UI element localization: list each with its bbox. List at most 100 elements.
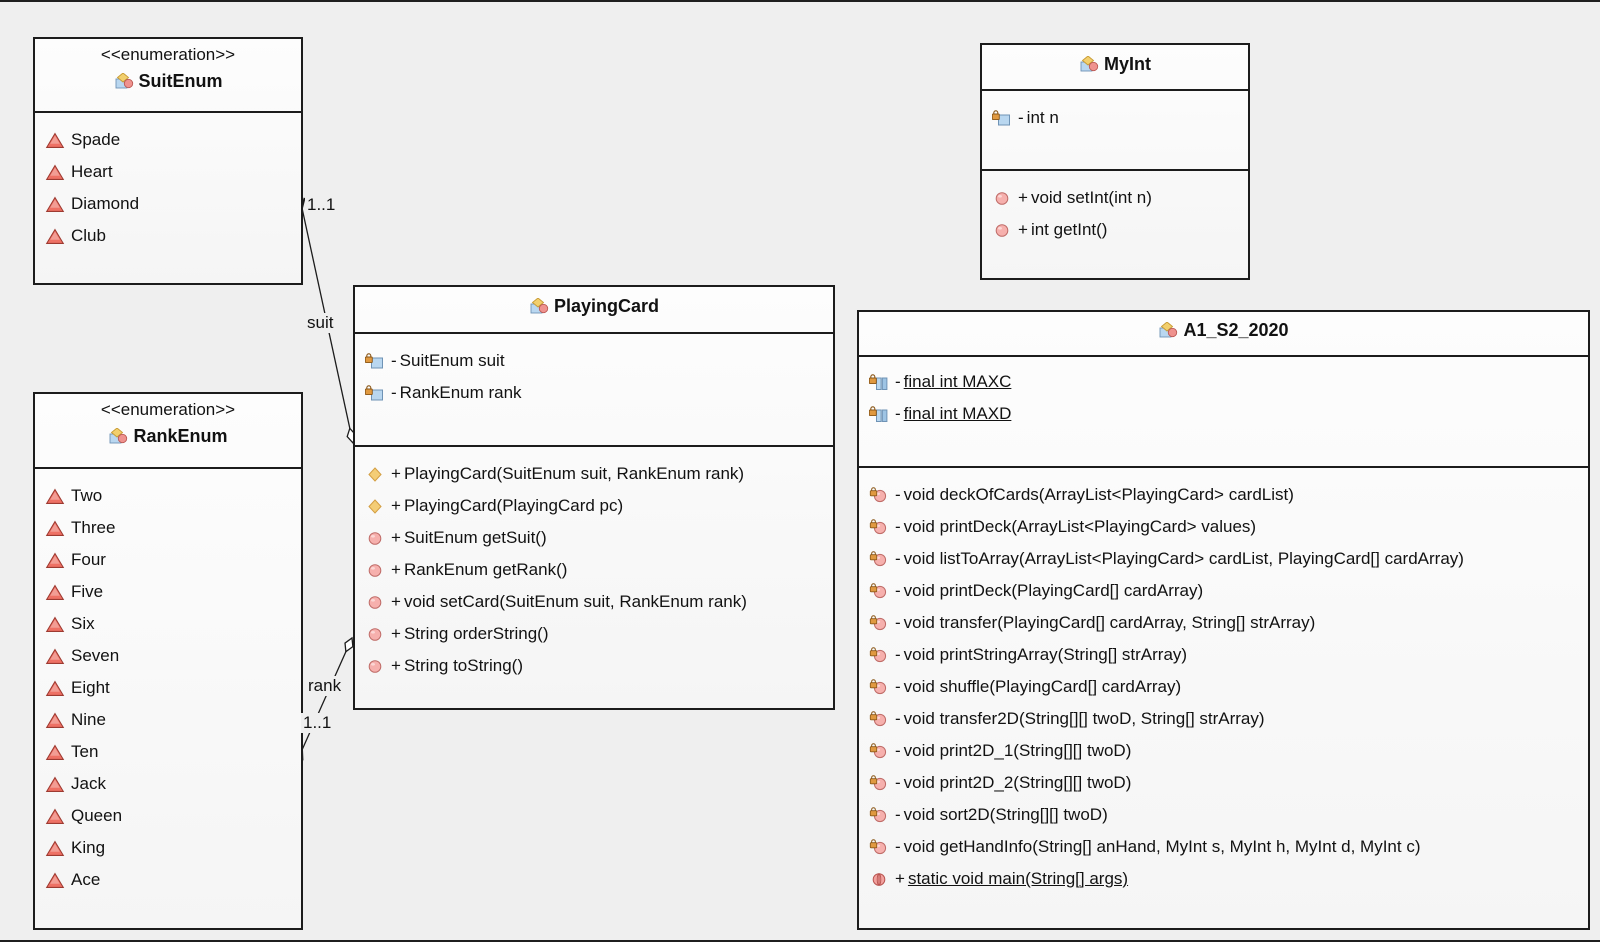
method-row[interactable]: -void sort2D(String[][] twoD) bbox=[859, 799, 1588, 831]
method-row[interactable]: +void setCard(SuitEnum suit, RankEnum ra… bbox=[355, 586, 833, 618]
method-text: PlayingCard(PlayingCard pc) bbox=[403, 496, 624, 515]
field-row[interactable]: -SuitEnum suit bbox=[355, 345, 833, 377]
private-method-icon bbox=[869, 839, 889, 856]
field-text: SuitEnum suit bbox=[399, 351, 505, 370]
multiplicity-label-rank[interactable]: 1..1 bbox=[301, 713, 334, 733]
method-row[interactable]: +String orderString() bbox=[355, 618, 833, 650]
enum-literal-row[interactable]: Eight bbox=[35, 672, 301, 704]
enum-literal-row[interactable]: Seven bbox=[35, 640, 301, 672]
visibility-sign: - bbox=[391, 383, 397, 402]
visibility-sign: - bbox=[895, 677, 901, 696]
public-method-icon bbox=[365, 530, 385, 547]
public-method-icon bbox=[992, 190, 1012, 207]
enum-literal-row[interactable]: King bbox=[35, 832, 301, 864]
association-label-suit[interactable]: suit bbox=[305, 313, 336, 333]
private-field-icon bbox=[365, 353, 385, 370]
enum-literal-icon bbox=[45, 520, 65, 537]
class-box-a1-s2-2020[interactable]: A1_S2_2020 -final int MAXC -final int MA… bbox=[857, 310, 1590, 930]
class-header: PlayingCard bbox=[355, 287, 833, 332]
enum-literal-text: Seven bbox=[71, 646, 120, 665]
visibility-sign: - bbox=[895, 805, 901, 824]
class-header: MyInt bbox=[982, 45, 1248, 89]
visibility-sign: + bbox=[391, 496, 401, 515]
method-row[interactable]: +int getInt() bbox=[982, 214, 1248, 246]
enum-literal-icon bbox=[45, 680, 65, 697]
method-row[interactable]: -void print2D_2(String[][] twoD) bbox=[859, 767, 1588, 799]
private-method-icon bbox=[869, 775, 889, 792]
enum-literal-row[interactable]: Diamond bbox=[35, 188, 301, 220]
private-method-icon bbox=[869, 711, 889, 728]
class-name: A1_S2_2020 bbox=[1183, 320, 1289, 340]
private-method-icon bbox=[869, 551, 889, 568]
enum-literal-row[interactable]: Four bbox=[35, 544, 301, 576]
method-row[interactable]: -void getHandInfo(String[] anHand, MyInt… bbox=[859, 831, 1588, 863]
enum-literal-icon bbox=[45, 840, 65, 857]
enum-literal-text: Club bbox=[71, 226, 106, 245]
visibility-sign: + bbox=[391, 592, 401, 611]
method-row[interactable]: -void transfer(PlayingCard[] cardArray, … bbox=[859, 607, 1588, 639]
field-row[interactable]: -final int MAXC bbox=[859, 366, 1588, 398]
multiplicity-label-suit[interactable]: 1..1 bbox=[305, 195, 338, 215]
visibility-sign: - bbox=[895, 517, 901, 536]
visibility-sign: + bbox=[391, 560, 401, 579]
visibility-sign: - bbox=[895, 837, 901, 856]
method-row[interactable]: -void print2D_1(String[][] twoD) bbox=[859, 735, 1588, 767]
method-row[interactable]: -void printStringArray(String[] strArray… bbox=[859, 639, 1588, 671]
enum-literal-row[interactable]: Spade bbox=[35, 124, 301, 156]
enum-literal-icon bbox=[45, 552, 65, 569]
private-method-icon bbox=[869, 647, 889, 664]
method-row[interactable]: +SuitEnum getSuit() bbox=[355, 522, 833, 554]
class-box-myint[interactable]: MyInt -int n +void setInt(int n) +int ge… bbox=[980, 43, 1250, 280]
field-text: final int MAXC bbox=[903, 372, 1012, 391]
method-row[interactable]: +RankEnum getRank() bbox=[355, 554, 833, 586]
method-row[interactable]: +PlayingCard(SuitEnum suit, RankEnum ran… bbox=[355, 458, 833, 490]
enum-literal-text: Three bbox=[71, 518, 116, 537]
enum-literal-row[interactable]: Ace bbox=[35, 864, 301, 896]
field-text: int n bbox=[1026, 108, 1059, 127]
public-method-icon bbox=[365, 594, 385, 611]
method-row[interactable]: -void deckOfCards(ArrayList<PlayingCard>… bbox=[859, 479, 1588, 511]
method-row[interactable]: +PlayingCard(PlayingCard pc) bbox=[355, 490, 833, 522]
method-row[interactable]: -void printDeck(PlayingCard[] cardArray) bbox=[859, 575, 1588, 607]
field-row[interactable]: -RankEnum rank bbox=[355, 377, 833, 409]
enum-literal-text: Diamond bbox=[71, 194, 140, 213]
enum-literal-text: Six bbox=[71, 614, 95, 633]
field-row[interactable]: -int n bbox=[982, 102, 1248, 134]
enum-literal-row[interactable]: Heart bbox=[35, 156, 301, 188]
class-box-suitenum[interactable]: <<enumeration>> SuitEnum Spade Heart Dia… bbox=[33, 37, 303, 285]
private-method-icon bbox=[869, 583, 889, 600]
enum-literal-text: Two bbox=[71, 486, 103, 505]
public-static-method-icon bbox=[869, 871, 889, 888]
public-method-icon bbox=[365, 562, 385, 579]
method-row[interactable]: -void listToArray(ArrayList<PlayingCard>… bbox=[859, 543, 1588, 575]
class-box-playingcard[interactable]: PlayingCard -SuitEnum suit -RankEnum ran… bbox=[353, 285, 835, 710]
visibility-sign: - bbox=[391, 351, 397, 370]
fields-section: -final int MAXC -final int MAXD bbox=[859, 355, 1588, 466]
field-row[interactable]: -final int MAXD bbox=[859, 398, 1588, 430]
method-row[interactable]: +String toString() bbox=[355, 650, 833, 682]
association-label-rank[interactable]: rank bbox=[306, 676, 344, 696]
enum-literal-icon bbox=[45, 616, 65, 633]
method-row[interactable]: +void setInt(int n) bbox=[982, 182, 1248, 214]
enum-literal-row[interactable]: Nine bbox=[35, 704, 301, 736]
method-row[interactable]: -void printDeck(ArrayList<PlayingCard> v… bbox=[859, 511, 1588, 543]
enum-literal-row[interactable]: Club bbox=[35, 220, 301, 252]
enum-literal-row[interactable]: Queen bbox=[35, 800, 301, 832]
enum-literal-icon bbox=[45, 488, 65, 505]
enum-literal-row[interactable]: Two bbox=[35, 480, 301, 512]
method-row[interactable]: -void transfer2D(String[][] twoD, String… bbox=[859, 703, 1588, 735]
method-text: void setInt(int n) bbox=[1030, 188, 1152, 207]
private-static-field-icon bbox=[869, 374, 889, 391]
method-text: void getHandInfo(String[] anHand, MyInt … bbox=[903, 837, 1421, 856]
enum-literal-row[interactable]: Ten bbox=[35, 736, 301, 768]
enum-literal-row[interactable]: Five bbox=[35, 576, 301, 608]
enum-literal-icon bbox=[45, 808, 65, 825]
class-box-rankenum[interactable]: <<enumeration>> RankEnum Two Three Four … bbox=[33, 392, 303, 930]
method-row[interactable]: -void shuffle(PlayingCard[] cardArray) bbox=[859, 671, 1588, 703]
enum-literal-row[interactable]: Six bbox=[35, 608, 301, 640]
fields-section: -SuitEnum suit -RankEnum rank bbox=[355, 332, 833, 445]
class-icon bbox=[114, 73, 134, 90]
enum-literal-row[interactable]: Jack bbox=[35, 768, 301, 800]
enum-literal-row[interactable]: Three bbox=[35, 512, 301, 544]
method-row[interactable]: +static void main(String[] args) bbox=[859, 863, 1588, 895]
